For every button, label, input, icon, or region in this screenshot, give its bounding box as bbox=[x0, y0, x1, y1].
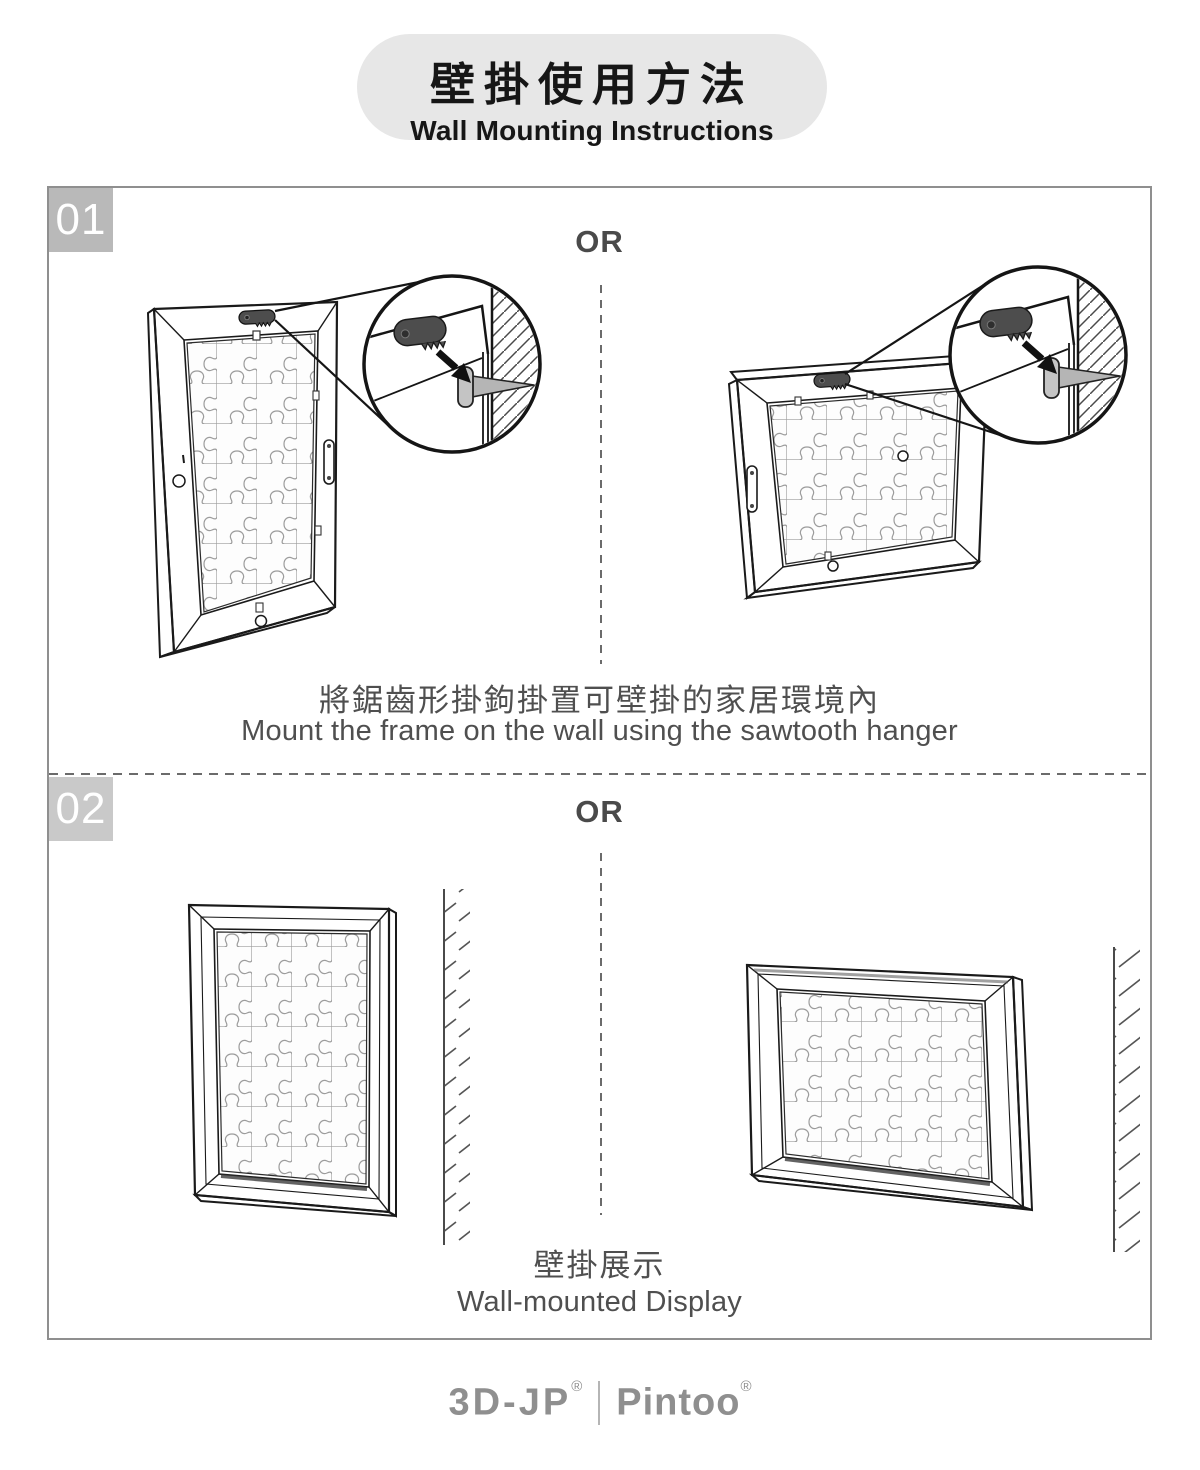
frame-handle bbox=[323, 439, 335, 485]
frame-portrait-back bbox=[146, 300, 339, 659]
page-subtitle: Wall Mounting Instructions bbox=[410, 115, 774, 146]
section-divider-dashed bbox=[49, 773, 1150, 775]
hanger-screw-zoom-callout bbox=[364, 276, 540, 452]
hanger-screw-zoom-callout bbox=[950, 267, 1126, 443]
puzzle-back bbox=[186, 333, 316, 613]
portrait-frame-hanger-illustration bbox=[146, 264, 567, 659]
wall-hatch bbox=[1113, 947, 1140, 1252]
puzzle-back bbox=[769, 390, 959, 565]
registered-mark: ® bbox=[740, 1378, 752, 1396]
landscape-frame-hanger-illustration bbox=[727, 260, 1147, 600]
callout-line bbox=[274, 319, 391, 428]
frame-shadow bbox=[220, 1174, 368, 1191]
step-2-divider-line bbox=[600, 853, 602, 1215]
step-2-or-label: OR bbox=[575, 794, 624, 829]
brand-separator bbox=[598, 1381, 601, 1425]
step-2-caption-en: Wall-mounted Display bbox=[457, 1286, 742, 1318]
step-1-divider-line bbox=[600, 285, 602, 664]
sawtooth-hanger-icon bbox=[812, 371, 852, 392]
puzzle-front bbox=[216, 931, 368, 1185]
frame-landscape-back bbox=[727, 352, 989, 600]
callout-line bbox=[274, 277, 435, 313]
step-1-or-label: OR bbox=[575, 224, 624, 259]
frame-landscape-front bbox=[745, 963, 1034, 1212]
frame-hole bbox=[172, 474, 186, 488]
step-1-caption-en: Mount the frame on the wall using the sa… bbox=[241, 715, 958, 747]
landscape-frame-wall-illustration bbox=[745, 947, 1140, 1252]
frame-portrait-front bbox=[187, 903, 397, 1218]
callout-line bbox=[844, 382, 1007, 439]
title-pill: 壁掛使用方法 Wall Mounting Instructions bbox=[357, 34, 827, 146]
wall-hatch bbox=[443, 889, 470, 1245]
step-1-caption-zh: 將鋸齒形掛鉤掛置可壁掛的家居環境內 bbox=[319, 683, 880, 718]
page-title: 壁掛使用方法 bbox=[429, 59, 754, 110]
registered-mark: ® bbox=[571, 1378, 583, 1396]
instruction-box: 01 OR bbox=[47, 186, 1152, 1340]
portrait-frame-wall-illustration bbox=[187, 889, 470, 1245]
brand-3djp: 3D-JP bbox=[448, 1381, 572, 1424]
brand-footer: 3D-JP®Pintoo® bbox=[0, 1378, 1200, 1425]
puzzle-front bbox=[779, 991, 990, 1180]
step-2-caption-zh: 壁掛展示 bbox=[533, 1248, 666, 1283]
callout-line bbox=[844, 280, 991, 375]
frame-handle bbox=[746, 465, 758, 513]
step-2-badge: 02 bbox=[49, 777, 113, 841]
brand-pintoo: Pintoo bbox=[616, 1381, 741, 1424]
frame-shadow bbox=[784, 1157, 991, 1186]
sawtooth-hanger-icon bbox=[238, 308, 277, 329]
frame-hole bbox=[897, 450, 909, 462]
step-1-badge: 01 bbox=[49, 188, 113, 252]
